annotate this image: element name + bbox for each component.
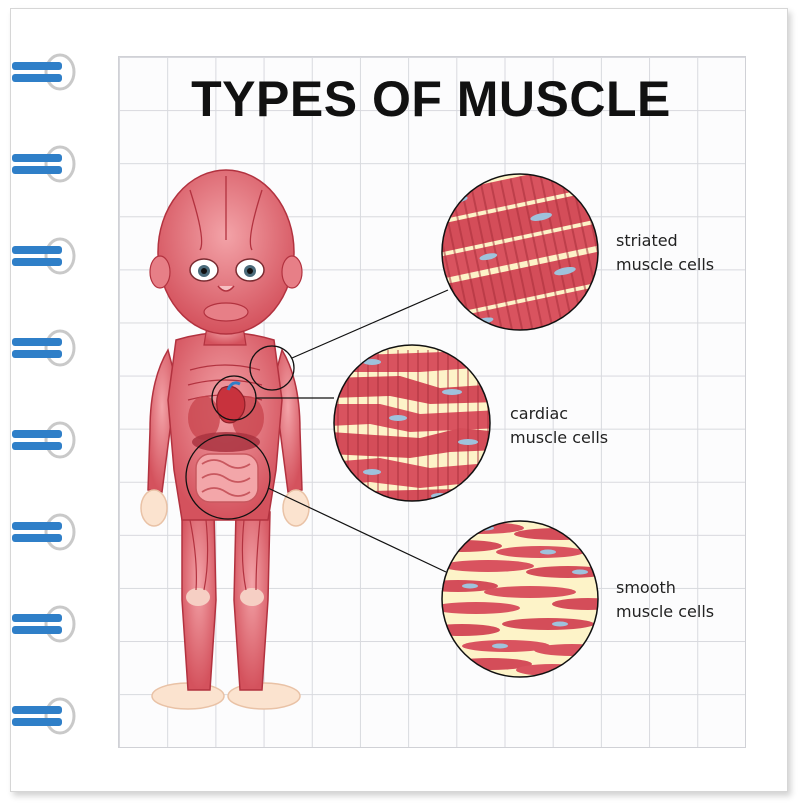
label-smooth: smooth muscle cells — [616, 576, 714, 624]
label-smooth-line2: muscle cells — [616, 602, 715, 621]
page-title: TYPES OF MUSCLE — [191, 71, 671, 127]
right-knee — [240, 588, 264, 606]
callout-intestine-circle — [185, 434, 271, 520]
spiral-ring-icon — [12, 145, 76, 183]
spiral-ring-icon — [12, 605, 76, 643]
left-knee — [186, 588, 210, 606]
right-arm — [273, 348, 303, 493]
right-hand — [282, 489, 310, 527]
left-arm — [147, 348, 177, 493]
label-smooth-line1: smooth — [616, 578, 676, 597]
spiral-binding — [12, 53, 76, 735]
right-ear — [281, 255, 303, 289]
label-striated: striated muscle cells — [616, 229, 714, 277]
smooth-muscle-circle — [441, 520, 599, 678]
spiral-ring-icon — [12, 421, 76, 459]
intestines — [195, 453, 259, 503]
heart-icon — [216, 385, 246, 424]
spiral-ring-icon — [12, 53, 76, 91]
muscle-body-figure — [140, 169, 310, 710]
spiral-ring-icon — [12, 237, 76, 275]
label-striated-line2: muscle cells — [616, 255, 715, 274]
label-cardiac: cardiac muscle cells — [510, 402, 608, 450]
mouth — [203, 302, 249, 322]
striated-muscle-circle — [441, 173, 599, 331]
left-ear — [149, 255, 171, 289]
left-lung — [188, 396, 220, 440]
spiral-ring-icon — [12, 513, 76, 551]
head — [157, 169, 295, 335]
spiral-ring-icon — [12, 329, 76, 367]
connector-line-smooth — [267, 487, 447, 573]
cardiac-muscle-circle — [333, 344, 491, 502]
callout-shoulder-circle — [249, 345, 295, 391]
connector-line-striated — [291, 289, 449, 359]
left-hand — [140, 489, 168, 527]
right-foot — [227, 682, 301, 710]
label-cardiac-line2: muscle cells — [510, 428, 609, 447]
label-cardiac-line1: cardiac — [510, 404, 569, 423]
label-striated-line1: striated — [616, 231, 678, 250]
spiral-ring-icon — [12, 697, 76, 735]
liver — [192, 432, 260, 452]
